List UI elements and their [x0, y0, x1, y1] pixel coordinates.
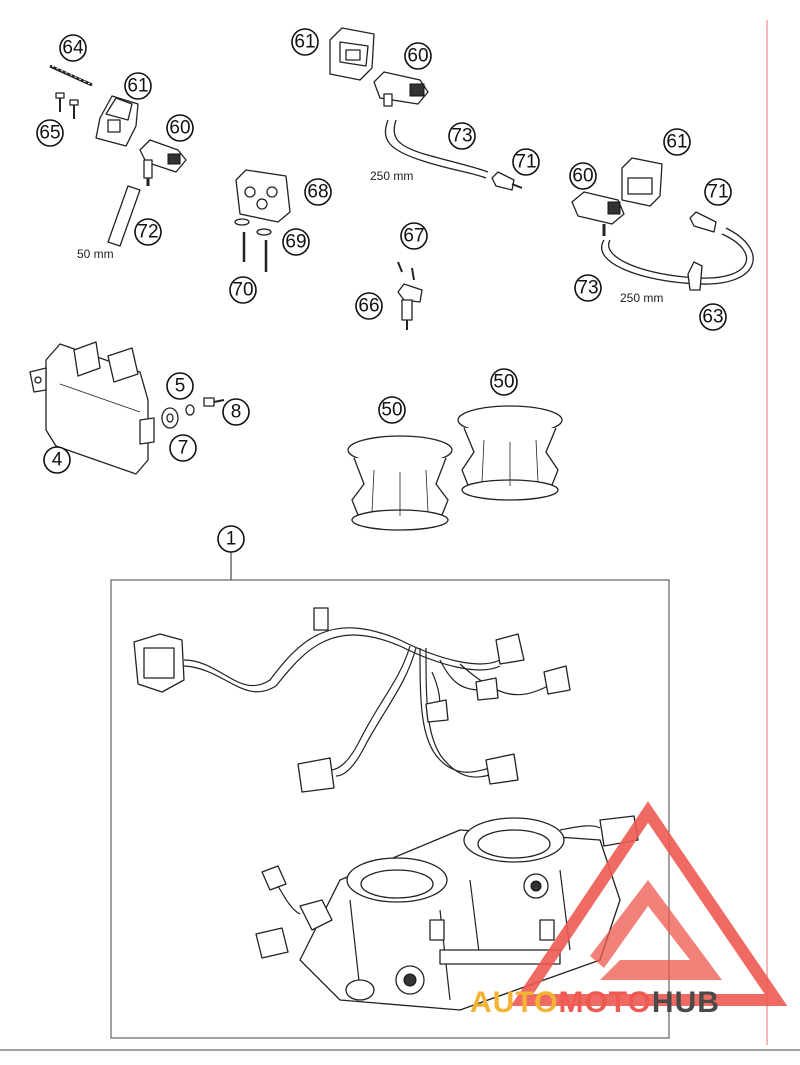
part-69-washers — [234, 218, 272, 236]
part-73-hose-center — [384, 119, 489, 179]
watermark-auto: AUTO — [470, 986, 558, 1019]
part-8-bolt — [203, 397, 225, 407]
callout-73-center: 73 — [448, 122, 476, 150]
callout-8: 8 — [222, 398, 250, 426]
assembly-box — [110, 579, 670, 1039]
part-65-screws — [55, 92, 79, 119]
part-7-grommet — [161, 407, 179, 429]
svg-text:60: 60 — [572, 166, 593, 187]
svg-text:61: 61 — [127, 76, 148, 97]
callout-61-topleft: 61 — [124, 72, 152, 100]
callout-60-right: 60 — [569, 162, 597, 190]
part-72-hose — [107, 185, 141, 247]
callout-72: 72 — [134, 218, 162, 246]
callout-69: 69 — [282, 228, 310, 256]
svg-text:68: 68 — [307, 182, 328, 203]
part-61-bracket-center — [329, 27, 375, 81]
part-5-washer — [185, 404, 195, 416]
part-60-sensor-center — [373, 71, 429, 107]
part-73-hose-right — [601, 227, 754, 285]
part-60-sensor-right — [571, 191, 625, 236]
part-66-sensor — [397, 283, 423, 330]
callout-66: 66 — [355, 292, 383, 320]
part-50-funnel-right — [457, 405, 563, 501]
watermark-logo-shape — [510, 801, 788, 1006]
part-4-ecu — [29, 341, 155, 475]
watermark-hub: HUB — [652, 986, 720, 1019]
part-71-fitting-center — [491, 171, 523, 191]
svg-text:61: 61 — [666, 132, 687, 153]
svg-text:4: 4 — [52, 450, 63, 471]
svg-text:71: 71 — [707, 182, 728, 203]
callout-5: 5 — [166, 372, 194, 400]
svg-text:5: 5 — [175, 376, 186, 397]
callout-4: 4 — [43, 446, 71, 474]
svg-text:8: 8 — [231, 402, 242, 423]
svg-text:65: 65 — [39, 123, 60, 144]
part-61-bracket — [95, 95, 139, 147]
part-63-clip — [687, 261, 703, 291]
part-50-funnel-left — [347, 435, 453, 531]
svg-text:7: 7 — [178, 438, 189, 459]
callout-68: 68 — [304, 178, 332, 206]
part-64-strip — [49, 64, 93, 87]
svg-text:71: 71 — [515, 152, 536, 173]
wiring-harness — [133, 607, 571, 793]
part-68-bracket — [235, 169, 291, 223]
svg-text:64: 64 — [62, 38, 84, 59]
callout-64: 64 — [59, 34, 87, 62]
callout-60-center: 60 — [404, 42, 432, 70]
svg-text:60: 60 — [407, 46, 428, 67]
callout-7: 7 — [169, 434, 197, 462]
watermark-text: AUTOMOTOHUB — [470, 986, 720, 1019]
dimension-250mm-right: 250 mm — [620, 291, 663, 305]
callout-70: 70 — [229, 276, 257, 304]
callout-1: 1 — [217, 525, 245, 553]
svg-text:69: 69 — [285, 232, 306, 253]
svg-text:67: 67 — [403, 226, 424, 247]
watermark-moto: MOTO — [558, 986, 651, 1019]
callout-61-center: 61 — [291, 28, 319, 56]
callout-61-right: 61 — [663, 128, 691, 156]
part-61-bracket-right — [621, 157, 663, 207]
callout-67: 67 — [400, 222, 428, 250]
callout-63: 63 — [699, 303, 727, 331]
svg-text:61: 61 — [294, 32, 315, 53]
dimension-250mm-center: 250 mm — [370, 169, 413, 183]
callout-71-center: 71 — [512, 148, 540, 176]
svg-text:66: 66 — [358, 296, 379, 317]
callout-50-left: 50 — [378, 396, 406, 424]
callout-65: 65 — [36, 119, 64, 147]
svg-text:50: 50 — [493, 372, 514, 393]
svg-text:73: 73 — [451, 126, 472, 147]
part-70-screws — [242, 232, 268, 272]
svg-text:1: 1 — [226, 529, 237, 550]
dimension-50mm: 50 mm — [77, 247, 114, 261]
part-67-screws — [397, 261, 415, 281]
part-60-sensor — [139, 139, 187, 186]
callout-60-topleft: 60 — [166, 114, 194, 142]
svg-text:60: 60 — [169, 118, 190, 139]
callout-50-right: 50 — [490, 368, 518, 396]
callout-73-right: 73 — [574, 274, 602, 302]
svg-text:70: 70 — [232, 280, 253, 301]
svg-text:50: 50 — [381, 400, 402, 421]
svg-text:63: 63 — [702, 307, 723, 328]
callout-71-right: 71 — [704, 178, 732, 206]
svg-text:73: 73 — [577, 278, 598, 299]
part-71-fitting-right — [689, 211, 717, 233]
svg-text:72: 72 — [137, 222, 158, 243]
